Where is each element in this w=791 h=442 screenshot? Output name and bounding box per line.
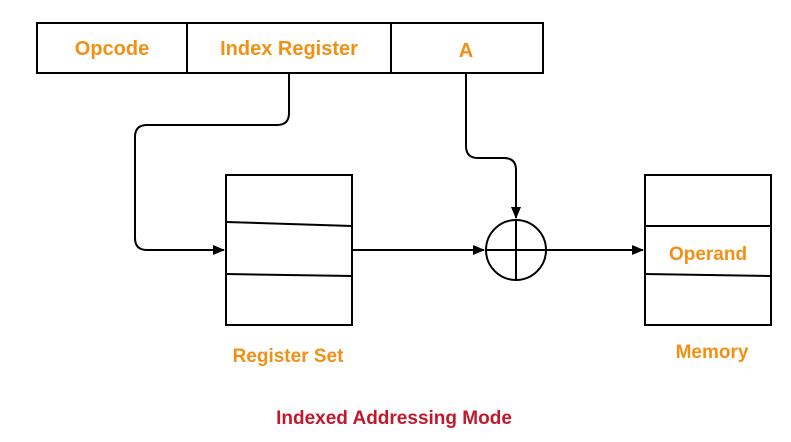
memory-box (644, 174, 772, 326)
instruction-format: Opcode Index Register A (36, 22, 544, 74)
adder-symbol (485, 219, 547, 281)
index-register-field-label: Index Register (220, 38, 358, 60)
opcode-field-label: Opcode (75, 38, 149, 60)
index-register-arrow (134, 73, 290, 255)
address-field-arrow (465, 73, 521, 219)
address-field-label: A (459, 40, 473, 62)
operand-label: Operand (669, 244, 747, 265)
register-set-box (225, 174, 353, 326)
memory: Operand Memory (644, 174, 772, 363)
instruction-box (36, 22, 544, 74)
diagram-caption: Indexed Addressing Mode (276, 408, 512, 429)
memory-label: Memory (676, 342, 749, 363)
memory-divider (644, 273, 772, 277)
register-divider (225, 273, 353, 277)
register-divider (225, 221, 353, 227)
register-set: Register Set (225, 174, 353, 367)
register-set-label: Register Set (233, 346, 345, 367)
